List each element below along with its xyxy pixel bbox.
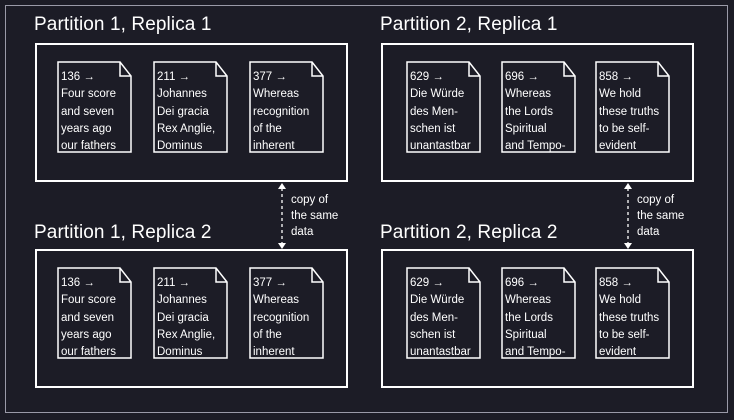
partition-1-replica-2-title: Partition 1, Replica 2 [34,222,212,243]
document-377: 377 → Whereas recognition of the inheren… [249,267,324,359]
replication-note: copy of the same data [637,194,685,238]
diagram-frame [5,5,728,413]
partition-1-replica-1-box: 136 → Four score and seven years ago our… [35,43,348,182]
document-211: 211 → Johannes Dei gracia Rex Anglie, Do… [153,267,228,359]
document-211: 211 → Johannes Dei gracia Rex Anglie, Do… [153,61,228,153]
document-icon [249,61,324,153]
document-icon [406,267,481,359]
document-text: 211 → Johannes Dei gracia Rex Anglie, Do… [157,277,216,359]
document-858: 858 → We hold these truths to be self- e… [595,61,670,153]
document-icon [153,61,228,153]
document-icon [57,267,132,359]
document-text: 377 → Whereas recognition of the inheren… [253,71,310,153]
partition-2-replica-1-box: 629 → Die Würde des Men- schen ist unant… [381,43,694,182]
document-629: 629 → Die Würde des Men- schen ist unant… [406,267,481,359]
document-text: 858 → We hold these truths to be self- e… [599,277,660,359]
document-icon [57,61,132,153]
document-icon [501,61,576,153]
replication-note: copy of the same data [291,194,339,238]
partition-2-replica-1-title: Partition 2, Replica 1 [380,14,558,35]
document-icon [595,61,670,153]
document-text: 696 → Whereas the Lords Spiritual and Te… [505,71,566,153]
document-icon [406,61,481,153]
document-icon [595,267,670,359]
partition-2-replica-2-title: Partition 2, Replica 2 [380,222,558,243]
document-icon [501,267,576,359]
partition-1-replica-2-box: 136 → Four score and seven years ago our… [35,249,348,388]
document-136: 136 → Four score and seven years ago our… [57,61,132,153]
document-text: 211 → Johannes Dei gracia Rex Anglie, Do… [157,71,216,153]
document-text: 136 → Four score and seven years ago our… [61,277,116,359]
document-icon [249,267,324,359]
replication-arrow-partition-2 [624,183,632,249]
document-text: 136 → Four score and seven years ago our… [61,71,116,153]
document-696: 696 → Whereas the Lords Spiritual and Te… [501,267,576,359]
document-696: 696 → Whereas the Lords Spiritual and Te… [501,61,576,153]
document-377: 377 → Whereas recognition of the inheren… [249,61,324,153]
partition-1-replica-1-title: Partition 1, Replica 1 [34,14,212,35]
document-629: 629 → Die Würde des Men- schen ist unant… [406,61,481,153]
document-text: 858 → We hold these truths to be self- e… [599,71,660,153]
replication-arrow-partition-1 [278,183,286,249]
document-text: 377 → Whereas recognition of the inheren… [253,277,310,359]
document-icon [153,267,228,359]
document-858: 858 → We hold these truths to be self- e… [595,267,670,359]
document-136: 136 → Four score and seven years ago our… [57,267,132,359]
document-text: 629 → Die Würde des Men- schen ist unant… [410,71,471,153]
partition-2-replica-2-box: 629 → Die Würde des Men- schen ist unant… [381,249,694,388]
document-text: 629 → Die Würde des Men- schen ist unant… [410,277,471,359]
document-text: 696 → Whereas the Lords Spiritual and Te… [505,277,566,359]
